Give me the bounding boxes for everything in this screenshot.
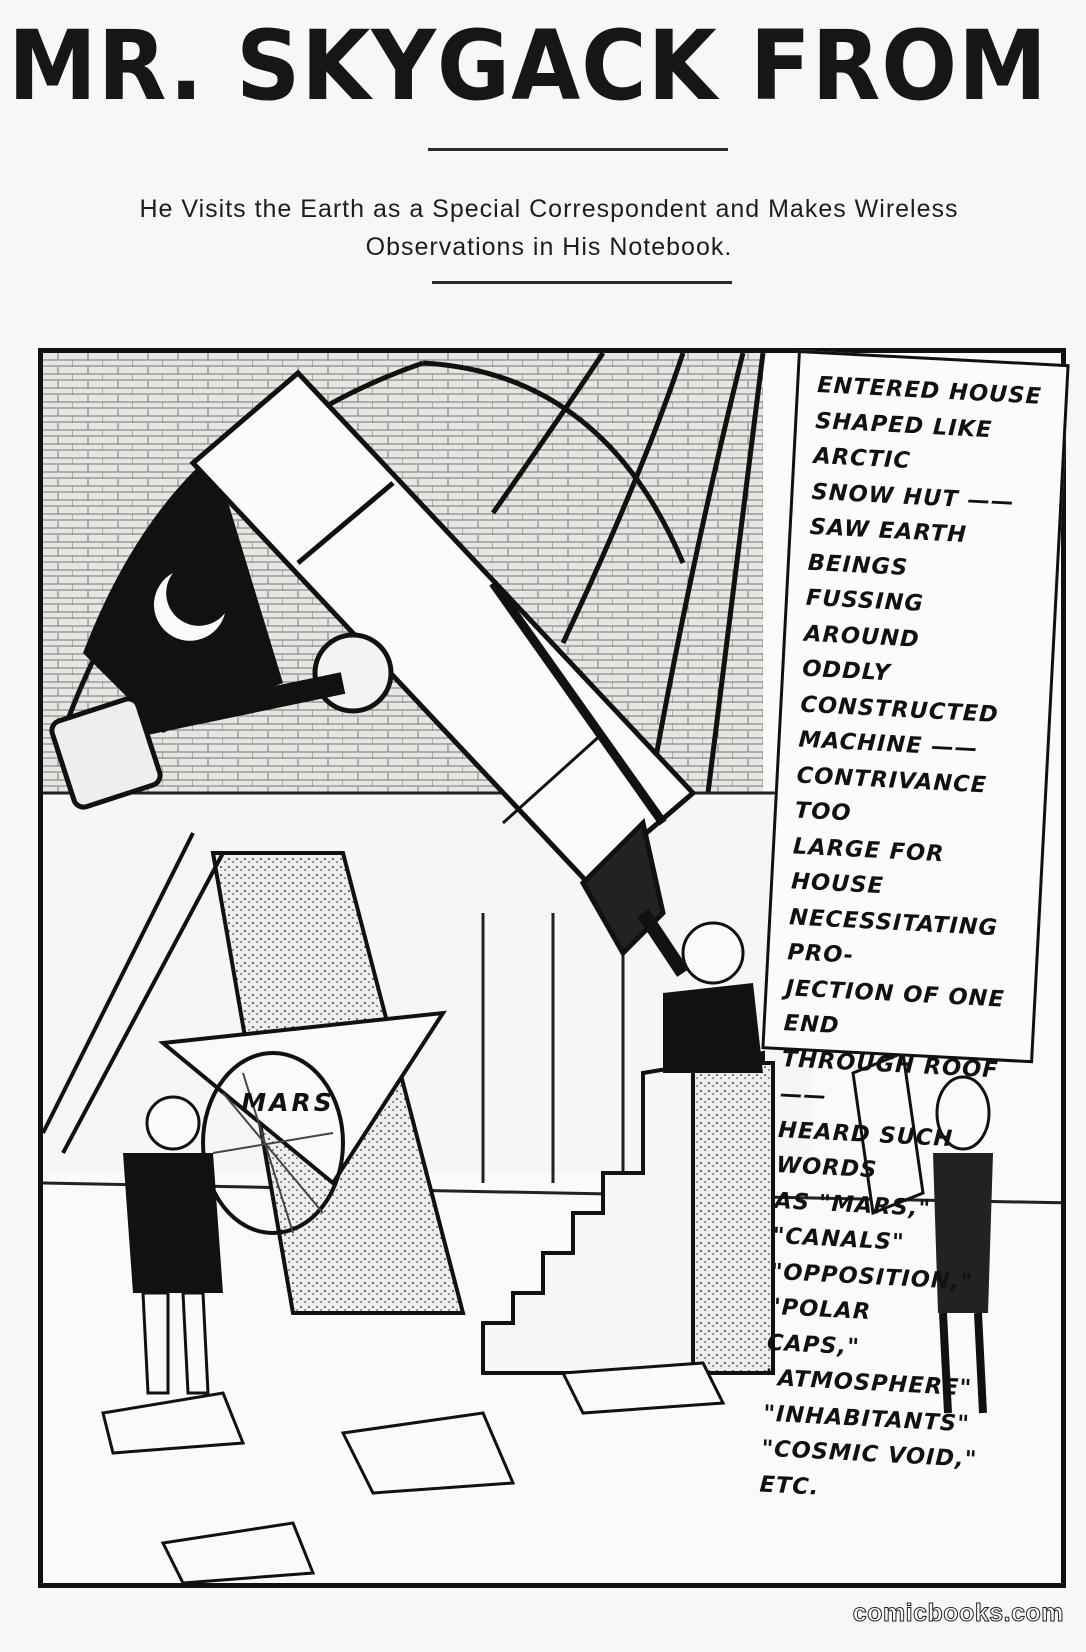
site-watermark: comicbooks.com	[852, 1599, 1064, 1628]
title-divider	[428, 148, 728, 151]
moon-icon	[153, 573, 225, 641]
page-subtitle: He Visits the Earth as a Special Corresp…	[139, 195, 959, 261]
astronomer-with-chart	[123, 1095, 223, 1395]
scattered-papers	[101, 1361, 726, 1583]
observatory-illustration	[43, 353, 1061, 1583]
notebook-caption: ENTERED HOUSE SHAPED LIKE ARCTIC SNOW HU…	[759, 350, 1070, 1500]
ladder	[43, 832, 225, 1154]
page-title: MR. SKYGACK FROM MARS	[8, 10, 1086, 122]
astronomer-at-eyepiece	[663, 921, 763, 1073]
headline-area: MR. SKYGACK FROM MARS	[0, 0, 1086, 140]
mars-chart-label: MARS	[241, 1088, 335, 1117]
telescope	[49, 369, 697, 977]
mr-skygack-figure	[851, 1050, 993, 1414]
subtitle-divider	[432, 281, 732, 284]
sky-opening	[83, 453, 283, 733]
mars-chart	[158, 1010, 447, 1186]
